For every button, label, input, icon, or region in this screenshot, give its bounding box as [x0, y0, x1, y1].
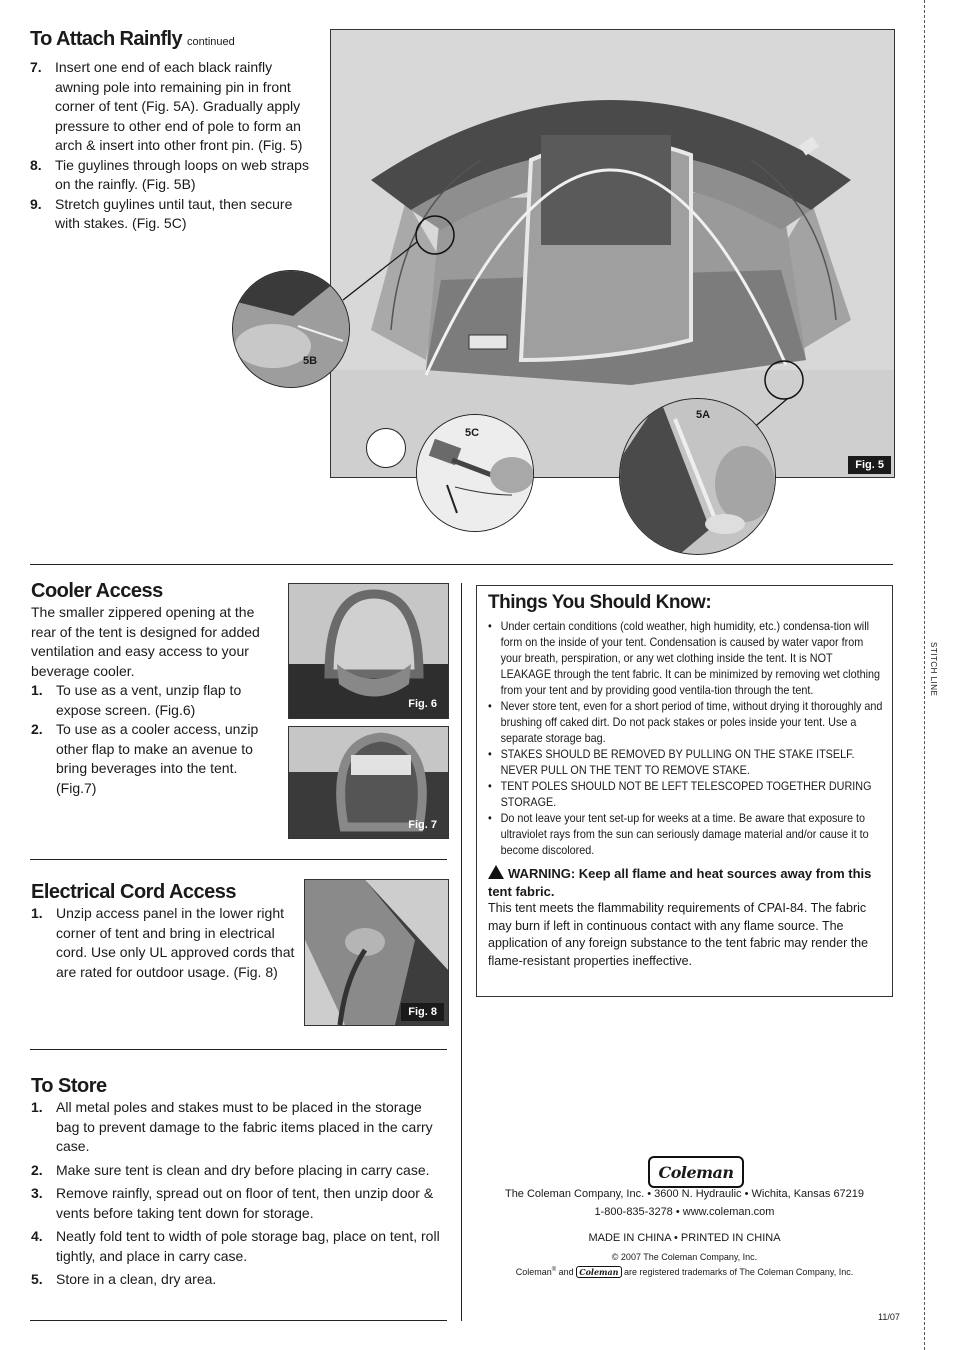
list-item: STAKES SHOULD BE REMOVED BY PULLING ON T…: [488, 746, 884, 778]
callout-ground-circle: [366, 428, 406, 468]
callout-5b-label: 5B: [303, 355, 318, 367]
section-divider: [30, 1049, 447, 1050]
callout-5c-photo: 5C: [416, 414, 534, 532]
callout-5c-label: 5C: [465, 427, 480, 439]
stitch-label: STITCH LINE: [929, 642, 938, 697]
cooler-section: Cooler Access The smaller zippered openi…: [31, 580, 279, 798]
warning-block: WARNING: Keep all flame and heat sources…: [488, 864, 882, 970]
know-bullets: Under certain conditions (cold weather, …: [488, 618, 884, 858]
tent-illustration: [331, 30, 894, 477]
list-item: 9.Stretch guylines until taut, then secu…: [30, 195, 293, 232]
hand-tie-guyline-illustration: [233, 271, 349, 387]
list-item: 4.Neatly fold tent to width of pole stor…: [31, 1228, 440, 1264]
know-title: Things You Should Know:: [488, 592, 712, 613]
hammer-stake-illustration: [417, 415, 533, 531]
list-item: 3.Remove rainfly, spread out on floor of…: [31, 1185, 434, 1221]
fig6-label: Fig. 6: [408, 698, 437, 710]
footer-address: The Coleman Company, Inc. • 3600 N. Hydr…: [504, 1188, 865, 1200]
list-item: Do not leave your tent set-up for weeks …: [488, 810, 884, 858]
footer-trademarks: Coleman® and Coleman are registered trad…: [515, 1266, 854, 1278]
store-steps: 1.All metal poles and stakes must to be …: [31, 1098, 441, 1290]
electrical-steps: 1.Unzip access panel in the lower right …: [31, 904, 297, 982]
list-item: 7.Insert one end of each black rainfly a…: [30, 59, 303, 153]
cord-panel-illustration: [305, 880, 448, 1025]
list-item: Never store tent, even for a short perio…: [488, 698, 884, 746]
stitch-line: [924, 0, 925, 1350]
footer-contact: 1-800-835-3278 • www.coleman.com: [594, 1206, 775, 1218]
warning-title: WARNING: Keep all flame and heat sources…: [488, 866, 872, 899]
list-item: Under certain conditions (cold weather, …: [488, 618, 884, 698]
store-title: To Store: [31, 1075, 107, 1097]
fig5-tent-photo: Fig. 5: [330, 29, 895, 478]
footer-copyright: © 2007 The Coleman Company, Inc.: [611, 1252, 758, 1262]
list-item: 1.Unzip access panel in the lower right …: [31, 905, 295, 980]
cooler-opening-illustration: [289, 727, 448, 838]
electrical-section: Electrical Cord Access 1.Unzip access pa…: [31, 881, 297, 982]
rainfly-section: To Attach Rainfly continued 7.Insert one…: [30, 28, 315, 234]
cooler-title: Cooler Access: [31, 580, 163, 602]
rainfly-title: To Attach Rainfly: [30, 28, 183, 50]
fig8-label: Fig. 8: [401, 1003, 444, 1021]
rainfly-continued: continued: [187, 36, 235, 48]
callout-5a-photo: 5A: [619, 398, 776, 555]
coleman-small-logo: Coleman: [576, 1266, 622, 1278]
section-divider: [30, 564, 893, 565]
callout-5a-label: 5A: [696, 409, 711, 421]
footer-made-in: MADE IN CHINA • PRINTED IN CHINA: [588, 1232, 781, 1244]
list-item: 5.Store in a clean, dry area.: [31, 1271, 217, 1287]
section-divider: [30, 1320, 447, 1321]
warning-body: This tent meets the flammability require…: [488, 901, 869, 968]
fig5-label: Fig. 5: [848, 456, 891, 474]
electrical-title: Electrical Cord Access: [31, 881, 237, 903]
store-section: To Store 1.All metal poles and stakes mu…: [31, 1075, 441, 1290]
vent-screen-illustration: [289, 584, 448, 718]
things-to-know-box: Things You Should Know: Under certain co…: [476, 585, 893, 997]
fig6-photo: Fig. 6: [288, 583, 449, 719]
list-item: 8.Tie guylines through loops on web stra…: [30, 156, 309, 193]
coleman-logo: Coleman: [648, 1156, 744, 1188]
cooler-intro: The smaller zippered opening at the rear…: [31, 604, 260, 679]
rainfly-steps: 7.Insert one end of each black rainfly a…: [30, 58, 312, 234]
callout-5b-photo: 5B: [232, 270, 350, 388]
pole-pin-illustration: [620, 399, 775, 554]
list-item: 2.Make sure tent is clean and dry before…: [31, 1161, 430, 1178]
list-item: 2.To use as a cooler access, unzip other…: [31, 721, 259, 796]
list-item: 1.All metal poles and stakes must to be …: [31, 1099, 433, 1154]
column-divider: [461, 583, 462, 1321]
footer-date: 11/07: [878, 1312, 900, 1322]
fig8-photo: Fig. 8: [304, 879, 449, 1026]
fig7-photo: Fig. 7: [288, 726, 449, 839]
warning-icon: [488, 865, 504, 879]
list-item: 1.To use as a vent, unzip flap to expose…: [31, 682, 242, 718]
cooler-steps: 1.To use as a vent, unzip flap to expose…: [31, 681, 279, 798]
section-divider: [30, 859, 447, 860]
fig7-label: Fig. 7: [408, 819, 437, 831]
list-item: TENT POLES SHOULD NOT BE LEFT TELESCOPED…: [488, 778, 884, 810]
